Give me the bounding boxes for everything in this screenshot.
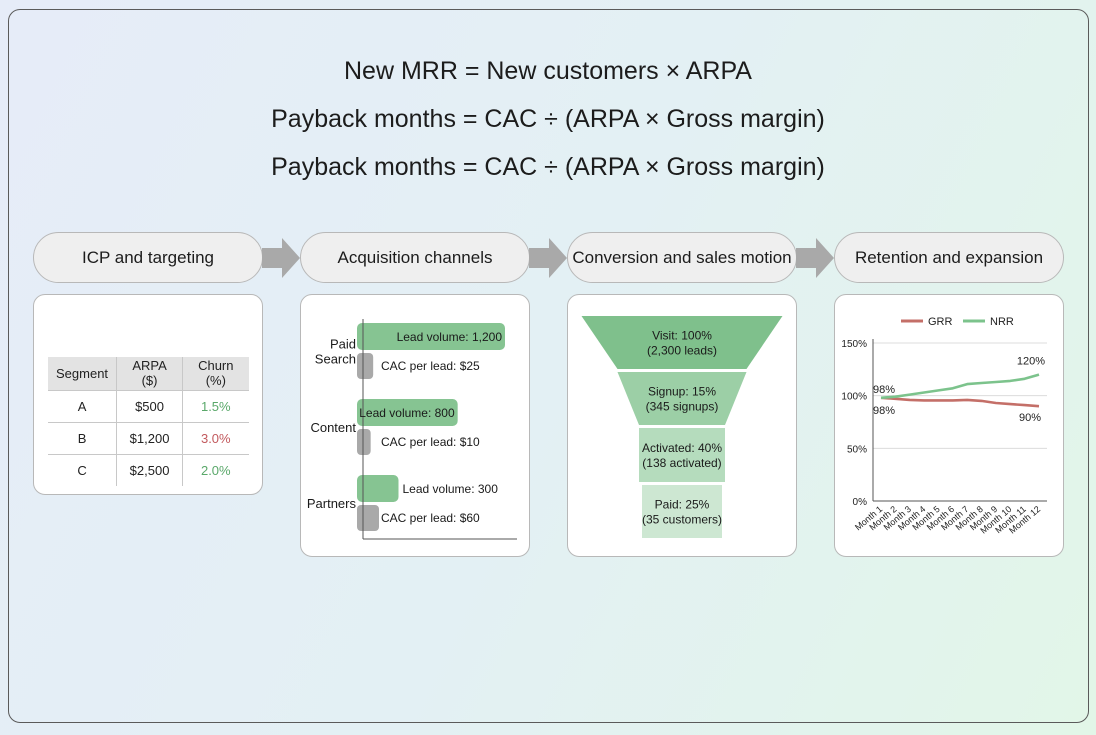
grr-line xyxy=(880,396,1040,408)
cac-label: CAC per lead: $60 xyxy=(381,511,480,525)
conversion-funnel: Visit: 100%(2,300 leads) Signup: 15%(345 … xyxy=(581,316,783,538)
grr-start-label: 98% xyxy=(873,405,895,417)
stage-retention-expansion: Retention and expansion xyxy=(834,232,1064,283)
legend-label: GRR xyxy=(928,316,953,328)
cac-bar xyxy=(357,353,374,379)
grr-end-label: 90% xyxy=(1019,412,1041,424)
cac-label: CAC per lead: $25 xyxy=(381,359,480,373)
cac-bar xyxy=(357,505,379,531)
table-header: Churn (%) xyxy=(182,357,249,390)
nrr-line xyxy=(880,373,1040,400)
funnel-stage-label: Signup: 15% xyxy=(648,385,716,399)
legend-label: NRR xyxy=(990,316,1014,328)
lead-volume-label: Lead volume: 800 xyxy=(359,406,455,420)
segment-cell: A xyxy=(48,389,117,422)
table-header: ARPA ($) xyxy=(116,357,183,390)
y-tick-label: 150% xyxy=(841,339,867,350)
churn-cell: 3.0% xyxy=(182,421,249,454)
lead-volume-bar xyxy=(357,475,399,502)
canvas-frame xyxy=(8,9,1089,723)
flow-arrow-icon xyxy=(796,238,834,278)
y-tick-label: 0% xyxy=(853,497,868,508)
category-label: Paid xyxy=(330,337,356,352)
cac-label: CAC per lead: $10 xyxy=(381,435,480,449)
table-row: C $2,500 2.0% xyxy=(48,453,249,486)
arpa-cell: $1,200 xyxy=(116,421,183,454)
funnel-stage-label: Activated: 40% xyxy=(642,441,722,455)
funnel-stage xyxy=(617,372,747,425)
lead-volume-bar xyxy=(357,399,458,426)
funnel-stage xyxy=(581,316,783,369)
funnel-stage-label: Paid: 25% xyxy=(655,498,710,512)
segment-table-card: Segment ARPA ($) Churn (%) A $500 1.5% B… xyxy=(33,294,263,495)
funnel-stage-count: (138 activated) xyxy=(642,456,721,470)
segment-cell: B xyxy=(48,421,117,454)
funnel-stage-count: (35 customers) xyxy=(642,513,722,527)
category-label: Search xyxy=(315,352,356,367)
flow-arrow-icon xyxy=(262,238,300,278)
formula-payback: Payback months = CAC ÷ (ARPA × Gross mar… xyxy=(271,105,825,133)
funnel-stage-label: Visit: 100% xyxy=(652,329,712,343)
formula-new-mrr: New MRR = New customers × ARPA xyxy=(344,57,752,85)
nrr-end-label: 120% xyxy=(1017,356,1045,368)
lead-volume-bar xyxy=(357,323,505,350)
lead-volume-label: Lead volume: 1,200 xyxy=(397,330,503,344)
arpa-cell: $2,500 xyxy=(116,453,183,486)
table-header: Segment xyxy=(48,357,117,390)
stage-acquisition-channels: Acquisition channels xyxy=(300,232,530,283)
cac-bar xyxy=(357,429,371,455)
table-row: A $500 1.5% xyxy=(48,389,249,422)
conversion-funnel-card: Visit: 100%(2,300 leads) Signup: 15%(345 … xyxy=(567,294,797,557)
nrr-start-label: 98% xyxy=(873,384,895,396)
category-label: Partners xyxy=(307,496,357,511)
churn-cell: 2.0% xyxy=(182,453,249,486)
segment-table: Segment ARPA ($) Churn (%) A $500 1.5% B… xyxy=(48,357,249,486)
arpa-cell: $500 xyxy=(116,389,183,422)
funnel-stage xyxy=(639,428,725,482)
funnel-stage-count: (345 signups) xyxy=(646,400,719,414)
table-row: B $1,200 3.0% xyxy=(48,421,249,454)
y-tick-label: 100% xyxy=(841,392,867,403)
funnel-stage-count: (2,300 leads) xyxy=(647,344,717,358)
stage-icp-targeting: ICP and targeting xyxy=(33,232,263,283)
segment-cell: C xyxy=(48,453,117,486)
flow-arrow-icon xyxy=(529,238,567,278)
formula-payback-duplicate: Payback months = CAC ÷ (ARPA × Gross mar… xyxy=(271,153,825,181)
y-tick-label: 50% xyxy=(847,444,867,455)
stage-conversion-sales: Conversion and sales motion xyxy=(567,232,797,283)
category-label: Content xyxy=(310,420,356,435)
lead-volume-label: Lead volume: 300 xyxy=(403,482,499,496)
funnel-stage xyxy=(642,485,722,538)
churn-cell: 1.5% xyxy=(182,389,249,422)
